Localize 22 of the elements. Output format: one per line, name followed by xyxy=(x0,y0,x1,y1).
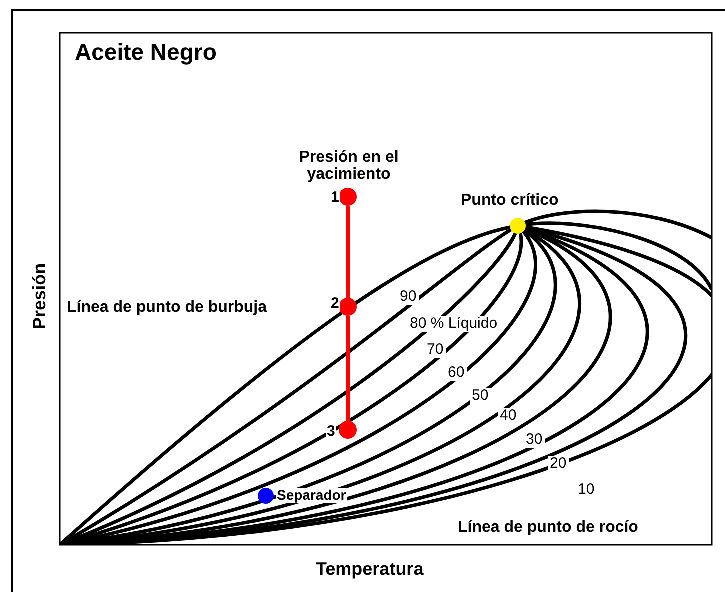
curve-value: 30 xyxy=(524,432,545,448)
axis-title: Presión xyxy=(30,262,50,329)
point-number: 2 xyxy=(330,296,340,312)
axis-title: Temperatura xyxy=(316,560,424,579)
point-marker xyxy=(510,218,526,234)
point-marker xyxy=(258,488,274,504)
curve-value: 90 xyxy=(398,289,419,305)
connector-line xyxy=(346,316,350,421)
point-marker xyxy=(339,188,357,206)
curve-value: 20 xyxy=(548,456,569,472)
curve-value: 50 xyxy=(470,388,491,404)
curve-value: 60 xyxy=(446,365,467,381)
point-label: Separador xyxy=(276,488,348,503)
connector-line xyxy=(346,206,350,298)
point-marker xyxy=(339,298,357,316)
point-number: 3 xyxy=(326,424,336,440)
curve-value: 70 xyxy=(425,342,446,358)
point-marker xyxy=(339,421,357,439)
curve-value: 80 % Líquido xyxy=(410,316,498,332)
curve-label: Línea de punto de burbuja xyxy=(67,300,267,317)
chart-title: Aceite Negro xyxy=(75,40,217,64)
curve-label: Línea de punto de rocío xyxy=(458,520,638,537)
